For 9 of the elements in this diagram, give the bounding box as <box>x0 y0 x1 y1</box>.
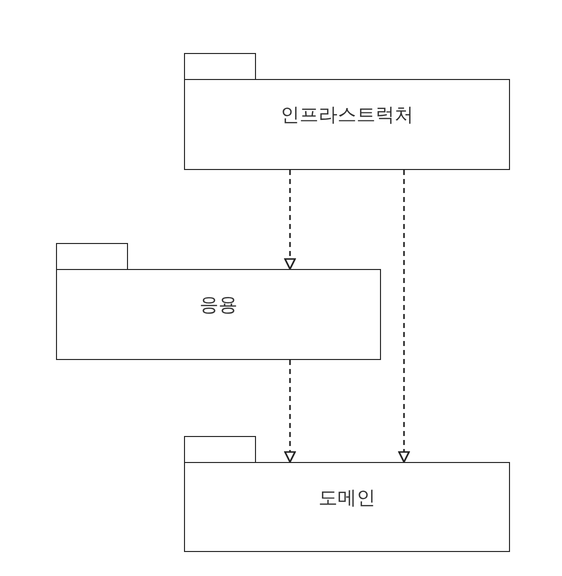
package-box <box>184 436 510 552</box>
package-label: 도메인 <box>318 486 376 511</box>
dependency-arrow <box>284 170 296 270</box>
dependency-arrow <box>398 170 410 463</box>
package-label: 응용 <box>198 293 238 318</box>
dependency-arrow <box>284 360 296 463</box>
package-label: 인프라스트럭처 <box>280 103 414 128</box>
package-box <box>184 53 510 170</box>
package-box <box>56 243 381 360</box>
